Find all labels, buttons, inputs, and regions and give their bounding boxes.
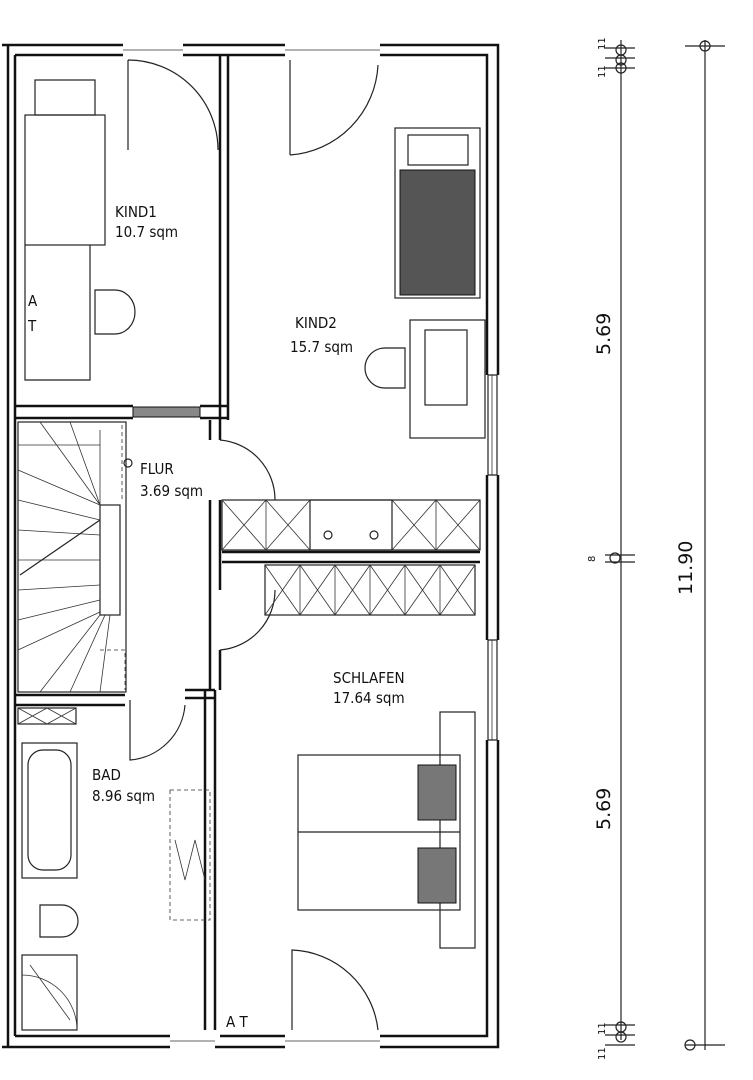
kind2-furniture bbox=[364, 127, 486, 439]
dimension-small-top: 11 bbox=[597, 37, 608, 50]
room-name-kind2: KIND2 bbox=[295, 314, 337, 332]
outer-walls bbox=[2, 43, 500, 1049]
bed bbox=[297, 711, 476, 949]
room-name-flur: FLUR bbox=[140, 460, 174, 478]
room-area-flur: 3.69 sqm bbox=[140, 482, 203, 500]
at-marker-top-t: T bbox=[27, 317, 37, 335]
room-labels: KIND1 10.7 sqm KIND2 15.7 sqm FLUR 3.69 … bbox=[27, 203, 405, 1031]
room-name-bad: BAD bbox=[92, 766, 121, 784]
room-name-schlafen: SCHLAFEN bbox=[333, 669, 405, 687]
at-marker-bottom: A T bbox=[226, 1013, 249, 1031]
interior-walls bbox=[15, 55, 480, 1030]
dimension-total: 11.90 bbox=[675, 541, 697, 595]
dimension-lower: 5.69 bbox=[593, 788, 615, 830]
at-marker-top-a: A bbox=[28, 292, 38, 310]
dimension-lines: 5.69 5.69 11.90 11 11 8 11 11 bbox=[587, 37, 725, 1060]
dimension-small-mid: 8 bbox=[587, 556, 598, 562]
doors bbox=[127, 59, 379, 1031]
room-area-bad: 8.96 sqm bbox=[92, 787, 155, 805]
room-area-kind2: 15.7 sqm bbox=[290, 338, 353, 356]
room-area-kind1: 10.7 sqm bbox=[115, 223, 178, 241]
dimension-small-top2: 11 bbox=[597, 65, 608, 78]
kind1-furniture bbox=[24, 79, 136, 381]
dimension-small-bot2: 11 bbox=[597, 1047, 608, 1060]
room-area-schlafen: 17.64 sqm bbox=[333, 689, 405, 707]
room-name-kind1: KIND1 bbox=[115, 203, 157, 221]
dimension-upper: 5.69 bbox=[593, 313, 615, 355]
bathroom-fixtures bbox=[21, 742, 211, 1031]
staircase bbox=[17, 421, 133, 725]
closets bbox=[221, 499, 481, 616]
dimension-small-bot: 11 bbox=[597, 1022, 608, 1035]
